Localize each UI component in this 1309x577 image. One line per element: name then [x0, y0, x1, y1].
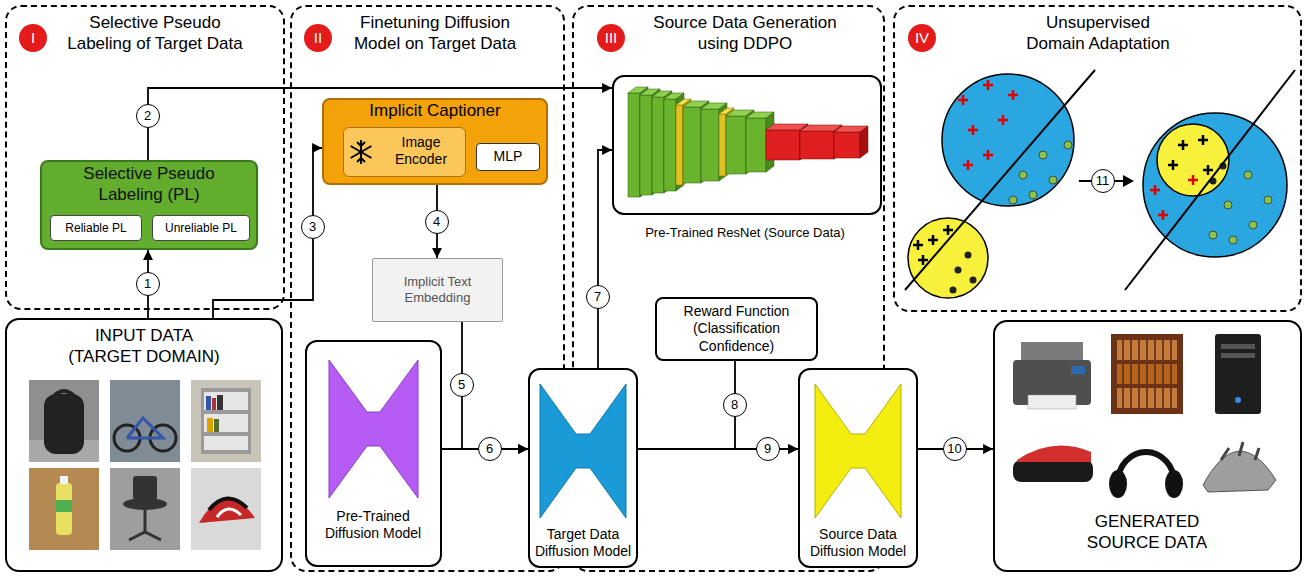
- stage-badge: IV: [908, 24, 936, 52]
- stage-badge: III: [597, 24, 625, 52]
- stage-badge: II: [304, 24, 332, 52]
- embedding-box: Implicit Text Embedding: [372, 258, 503, 322]
- box-label: Image Encoder: [381, 134, 461, 168]
- box-label: Target Data Diffusion Model: [531, 526, 635, 560]
- callout-number: 1: [136, 272, 160, 296]
- data-panel: GENERATED SOURCE DATA: [993, 320, 1302, 572]
- box-label: Source Data Diffusion Model: [806, 526, 910, 560]
- stage-title: Unsupervised Domain Adaptation: [1018, 13, 1178, 54]
- box-label: III: [600, 29, 622, 47]
- resnet-illustration: [612, 75, 882, 215]
- mlp-box: MLP: [476, 143, 540, 171]
- box-label: Implicit Captioner: [324, 101, 546, 122]
- callout-number: 8: [723, 393, 747, 417]
- sub-box: Unreliable PL: [152, 215, 250, 241]
- callout-number: 9: [756, 437, 780, 461]
- box-label: II: [307, 29, 329, 47]
- reward-box: Reward Function (Classification Confiden…: [655, 297, 818, 361]
- data-panel: INPUT DATA (TARGET DOMAIN): [5, 318, 283, 572]
- network-box: Pre-Trained ResNet (Source Data): [612, 75, 882, 215]
- encoder-box: Image Encoder: [343, 127, 466, 177]
- callout-number: 4: [425, 210, 449, 234]
- connector: [598, 150, 612, 368]
- box-label: Reliable PL: [54, 221, 138, 236]
- box-label: MLP: [480, 148, 536, 165]
- stage-badge: I: [19, 24, 47, 52]
- callout-number: 10: [943, 437, 967, 461]
- callout-number: 3: [301, 215, 325, 239]
- model-box: Pre-Trained Diffusion Model: [305, 340, 442, 567]
- stage-panel: Unsupervised Domain Adaptation IV: [893, 5, 1302, 312]
- stage-title: Finetuning Diffusion Model on Target Dat…: [340, 13, 530, 54]
- stage-panel: Finetuning Diffusion Model on Target Dat…: [290, 5, 565, 572]
- box-label: GENERATED SOURCE DATA: [1062, 512, 1232, 553]
- sub-box: Reliable PL: [50, 215, 142, 241]
- callout-number: 11: [1091, 169, 1115, 193]
- model-box: Source Data Diffusion Model: [798, 368, 918, 568]
- stage-title: Selective Pseudo Labeling of Target Data: [60, 13, 250, 54]
- box-label: Reward Function (Classification Confiden…: [660, 303, 813, 354]
- box-label: I: [22, 29, 44, 47]
- box-label: INPUT DATA (TARGET DOMAIN): [64, 326, 224, 367]
- box-label: Unreliable PL: [156, 221, 246, 236]
- stage-panel: Selective Pseudo Labeling of Target Data…: [5, 5, 285, 310]
- box-label: Pre-Trained ResNet (Source Data): [612, 225, 878, 241]
- process-box: Selective Pseudo Labeling (PL) Reliable P…: [40, 160, 258, 250]
- box-label: Implicit Text Embedding: [376, 274, 499, 306]
- box-label: Pre-Trained Diffusion Model: [323, 508, 423, 542]
- model-box: Target Data Diffusion Model: [528, 368, 638, 568]
- box-label: IV: [911, 29, 933, 47]
- callout-number: 5: [450, 373, 474, 397]
- callout-number: 2: [136, 104, 160, 128]
- callout-number: 6: [478, 437, 502, 461]
- process-box: Implicit Captioner Image Encoder MLP: [322, 98, 548, 185]
- stage-title: Source Data Generation using DDPO: [645, 13, 845, 54]
- box-label: Selective Pseudo Labeling (PL): [59, 164, 239, 205]
- callout-number: 7: [586, 285, 610, 309]
